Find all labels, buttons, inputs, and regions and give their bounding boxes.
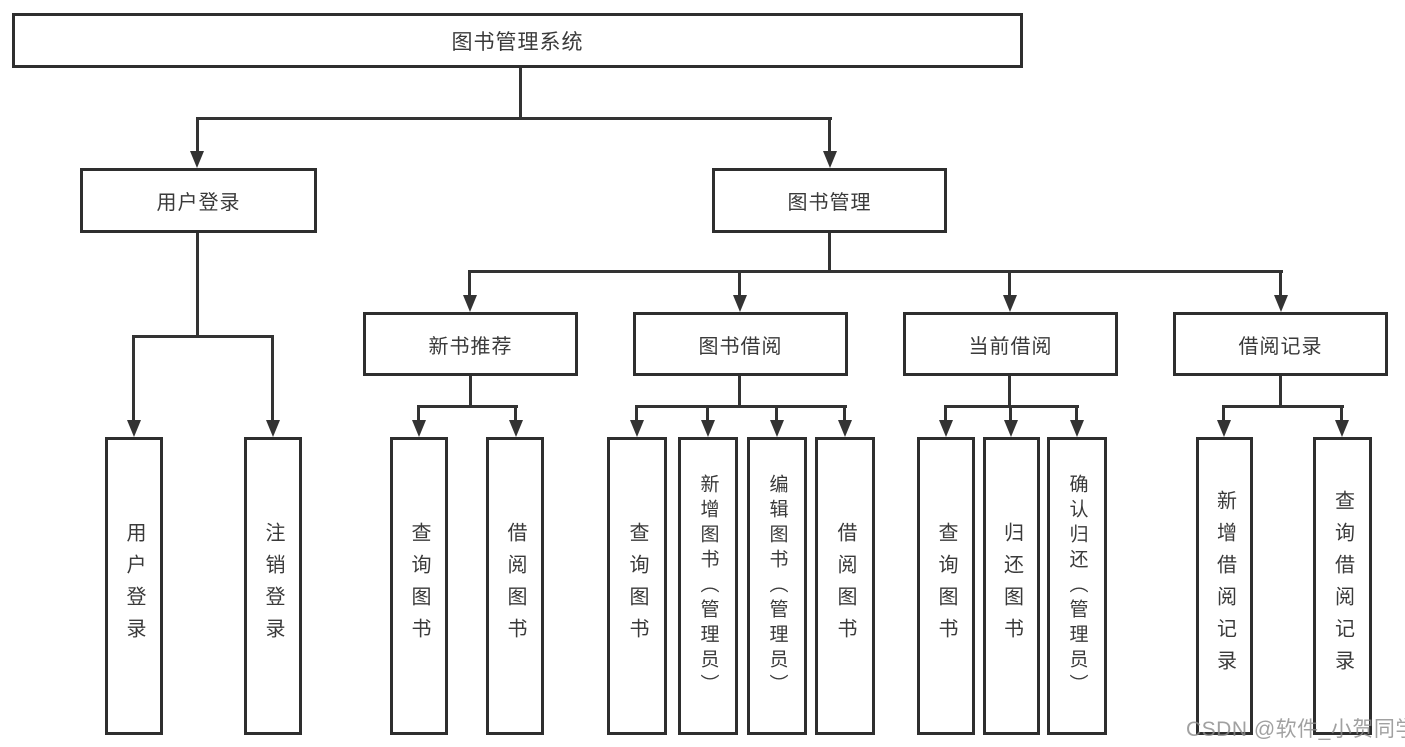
node-label: 当前借阅 — [968, 335, 1053, 358]
arrow-down-icon — [733, 295, 747, 312]
arrow-down-icon — [838, 420, 852, 437]
csdn-watermark: CSDN @软件_小贺同学 — [1186, 718, 1405, 741]
node-label: 图书管理 — [787, 192, 872, 214]
arrow-down-icon — [266, 420, 280, 437]
arrow-down-icon — [463, 295, 477, 312]
node-label: 编辑图书（管理员） — [766, 473, 788, 699]
leaf-query-books-borrow: 查询图书 — [607, 437, 667, 735]
arrow-down-icon — [1070, 420, 1084, 437]
connector-line — [775, 405, 778, 422]
node-label: 用户登录 — [156, 192, 241, 214]
node-book-management: 图书管理 — [712, 168, 947, 233]
node-label: 借阅记录 — [1238, 335, 1323, 358]
connector-line — [1008, 376, 1011, 407]
node-label: 查询借阅记录 — [1331, 490, 1354, 682]
arrow-down-icon — [939, 420, 953, 437]
connector-line — [1340, 405, 1343, 422]
node-label: 新增图书（管理员） — [697, 473, 719, 699]
node-label: 用户登录 — [123, 522, 145, 650]
arrow-down-icon — [509, 420, 523, 437]
leaf-add-books-admin: 新增图书（管理员） — [678, 437, 738, 735]
connector-line — [1008, 270, 1011, 298]
node-book-borrow: 图书借阅 — [633, 312, 848, 376]
connector-line — [196, 233, 199, 338]
node-label: 归还图书 — [1000, 522, 1023, 650]
leaf-add-borrow-record: 新增借阅记录 — [1196, 437, 1253, 735]
arrow-down-icon — [630, 420, 644, 437]
node-label: 确认归还（管理员） — [1066, 473, 1088, 699]
leaf-query-books-recommend: 查询图书 — [390, 437, 448, 735]
connector-line — [1222, 405, 1344, 408]
leaf-logout: 注销登录 — [244, 437, 302, 735]
leaf-edit-books-admin: 编辑图书（管理员） — [747, 437, 807, 735]
arrow-down-icon — [127, 420, 141, 437]
node-label: 借阅图书 — [504, 522, 526, 650]
connector-line — [196, 117, 199, 154]
arrow-down-icon — [823, 151, 837, 168]
node-label: 图书管理系统 — [451, 30, 584, 54]
node-label: 借阅图书 — [834, 522, 856, 650]
connector-line — [738, 270, 741, 298]
leaf-borrow-books: 借阅图书 — [815, 437, 875, 735]
connector-line — [1075, 405, 1078, 422]
node-label: 图书借阅 — [698, 335, 783, 358]
arrow-down-icon — [190, 151, 204, 168]
connector-line — [1279, 376, 1282, 407]
arrow-down-icon — [701, 420, 715, 437]
connector-line — [944, 405, 947, 422]
connector-line — [469, 376, 472, 407]
connector-line — [1279, 270, 1282, 298]
connector-line — [468, 270, 1283, 273]
connector-line — [271, 335, 274, 422]
leaf-user-login: 用户登录 — [105, 437, 163, 735]
node-borrow-records: 借阅记录 — [1173, 312, 1388, 376]
connector-line — [417, 405, 420, 422]
node-label: 新增借阅记录 — [1213, 490, 1236, 682]
node-new-book-recommend: 新书推荐 — [363, 312, 578, 376]
leaf-confirm-return-admin: 确认归还（管理员） — [1047, 437, 1107, 735]
connector-line — [738, 376, 741, 407]
arrow-down-icon — [1003, 295, 1017, 312]
arrow-down-icon — [1004, 420, 1018, 437]
node-label: 注销登录 — [262, 522, 284, 650]
connector-line — [706, 405, 709, 422]
connector-line — [828, 117, 831, 154]
arrow-down-icon — [1274, 295, 1288, 312]
node-label: 新书推荐 — [428, 335, 513, 358]
connector-line — [468, 270, 471, 298]
connector-line — [635, 405, 638, 422]
arrow-down-icon — [1217, 420, 1231, 437]
connector-line — [635, 405, 847, 408]
connector-line — [1009, 405, 1012, 422]
node-user-login: 用户登录 — [80, 168, 317, 233]
connector-line — [132, 335, 274, 338]
connector-line — [417, 405, 518, 408]
node-library-management-system: 图书管理系统 — [12, 13, 1023, 68]
leaf-query-books-current: 查询图书 — [917, 437, 975, 735]
node-label: 查询图书 — [626, 522, 648, 650]
node-label: 查询图书 — [935, 522, 957, 650]
connector-line — [1222, 405, 1225, 422]
connector-line — [196, 117, 832, 120]
leaf-borrow-books-recommend: 借阅图书 — [486, 437, 544, 735]
leaf-return-books: 归还图书 — [983, 437, 1040, 735]
connector-line — [843, 405, 846, 422]
arrow-down-icon — [412, 420, 426, 437]
leaf-query-borrow-record: 查询借阅记录 — [1313, 437, 1372, 735]
arrow-down-icon — [1335, 420, 1349, 437]
node-label: 查询图书 — [408, 522, 430, 650]
node-current-borrow: 当前借阅 — [903, 312, 1118, 376]
arrow-down-icon — [770, 420, 784, 437]
connector-line — [514, 405, 517, 422]
connector-line — [519, 68, 522, 120]
connector-line — [828, 233, 831, 273]
connector-line — [132, 335, 135, 422]
